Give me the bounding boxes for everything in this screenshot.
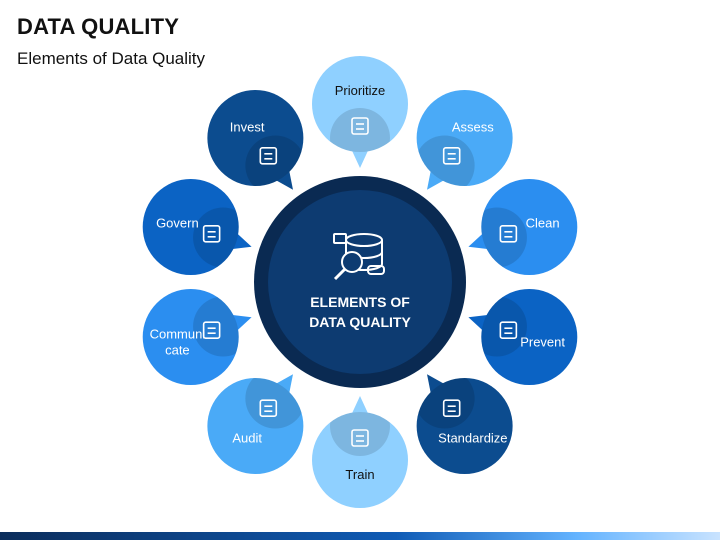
node-label: Clean bbox=[526, 216, 560, 231]
flowchart-icon bbox=[351, 117, 369, 135]
node-label: Train bbox=[345, 467, 374, 482]
node-circle bbox=[312, 56, 408, 152]
node-circle bbox=[416, 89, 513, 186]
node-label: Assess bbox=[452, 120, 494, 135]
node-circle bbox=[207, 378, 304, 475]
center-hub: ELEMENTS OF DATA QUALITY bbox=[254, 176, 466, 388]
element-node-audit: Audit bbox=[207, 374, 304, 475]
node-label: Communi bbox=[150, 326, 206, 341]
node-label: cate bbox=[165, 342, 190, 357]
element-node-prioritize: Prioritize bbox=[312, 56, 408, 168]
checklist-icon bbox=[442, 146, 461, 165]
node-circle bbox=[207, 89, 304, 186]
element-node-govern: Govern bbox=[142, 178, 252, 275]
element-node-assess: Assess bbox=[416, 89, 513, 190]
node-circle bbox=[481, 289, 578, 386]
monitor-icon bbox=[499, 224, 518, 243]
node-label: Prioritize bbox=[335, 83, 386, 98]
node-circle bbox=[142, 289, 239, 386]
database-search-icon bbox=[333, 233, 385, 281]
train-icon bbox=[351, 429, 369, 447]
element-node-standardize: Standardize bbox=[416, 374, 513, 475]
center-title-line1: ELEMENTS OF bbox=[310, 294, 410, 310]
shield-icon bbox=[499, 321, 518, 340]
page-subtitle: Elements of Data Quality bbox=[17, 49, 206, 68]
element-node-train: Train bbox=[312, 396, 408, 508]
government-building-icon bbox=[202, 224, 221, 243]
center-title-line2: DATA QUALITY bbox=[309, 314, 411, 330]
node-label: Prevent bbox=[520, 334, 565, 349]
footer-gradient-bar bbox=[0, 532, 720, 540]
chart-money-icon bbox=[259, 146, 278, 165]
node-circle bbox=[481, 178, 578, 275]
report-magnifier-icon bbox=[259, 399, 278, 418]
document-check-icon bbox=[442, 399, 461, 418]
node-circle bbox=[312, 412, 408, 508]
node-label: Govern bbox=[156, 216, 199, 231]
node-circle bbox=[142, 178, 239, 275]
node-label: Invest bbox=[230, 120, 265, 135]
node-label: Standardize bbox=[438, 430, 507, 445]
node-circle bbox=[416, 378, 513, 475]
people-chat-icon bbox=[202, 321, 221, 340]
node-label: Audit bbox=[232, 430, 262, 445]
element-node-clean: Clean bbox=[468, 178, 578, 275]
element-node-invest: Invest bbox=[207, 89, 304, 190]
element-node-prevent: Prevent bbox=[468, 289, 578, 386]
page-title: DATA QUALITY bbox=[17, 14, 180, 39]
